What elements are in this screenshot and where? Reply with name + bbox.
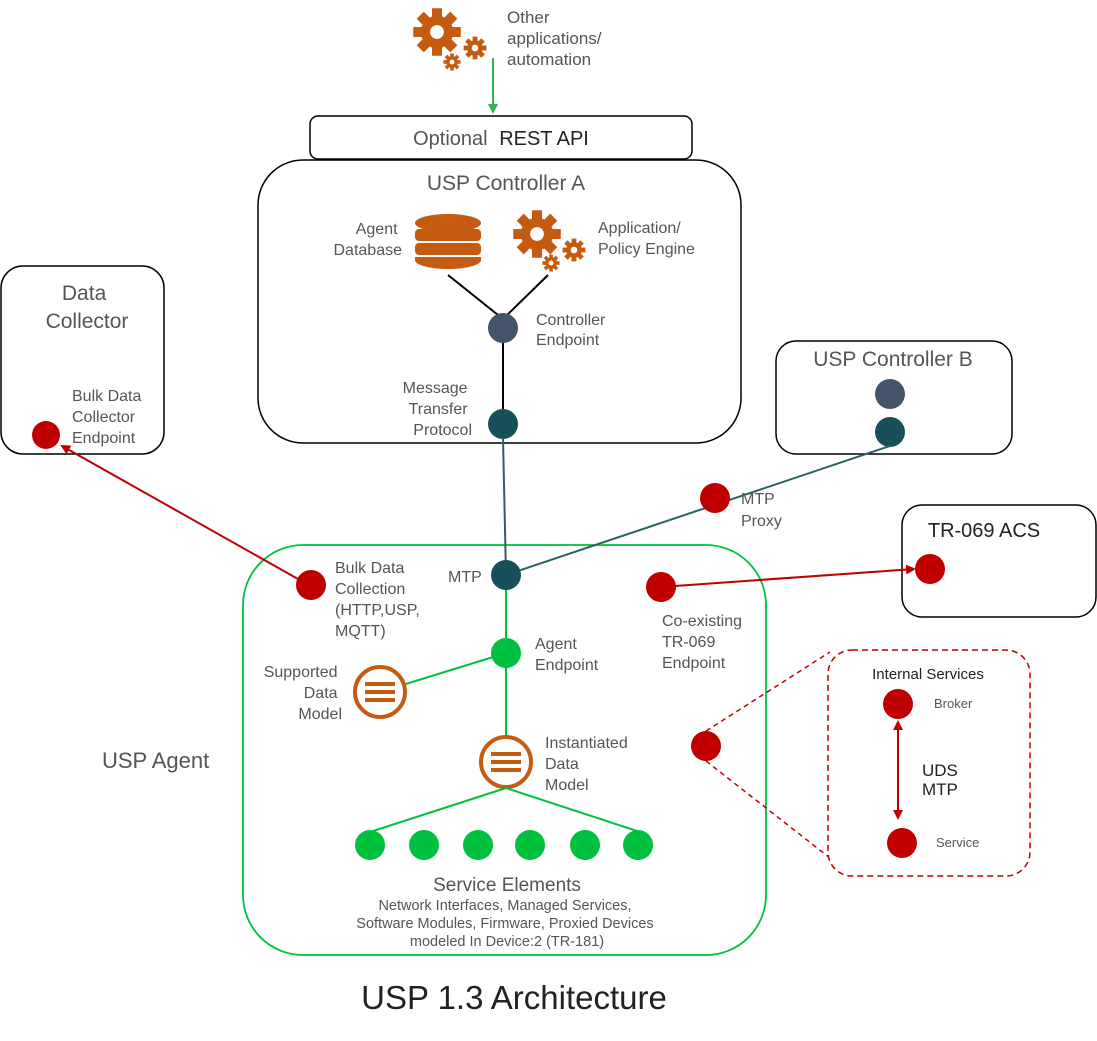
data-collector-title: Data Collector (46, 282, 129, 333)
controller-a-to-agent-mtp-link (502, 437, 507, 576)
supported-data-model-icon (353, 665, 407, 719)
broker-label: Broker (934, 696, 973, 711)
controller-b-endpoint-node (875, 379, 905, 409)
other-apps-label: Other applications/ automation (507, 8, 606, 69)
bulk-collector-endpoint-node (32, 421, 60, 449)
other-apps-gears-icon (413, 8, 487, 71)
service-label: Service (936, 835, 979, 850)
controller-a-mtp-node (488, 409, 518, 439)
agent-endpoint-node (491, 638, 521, 668)
controller-a-mtp-label: Message Transfer Protocol (403, 380, 472, 439)
controller-b-to-agent-mtp-link (505, 445, 891, 576)
bulk-collector-endpoint-label: Bulk Data Collector Endpoint (72, 388, 146, 447)
controller-a-box (257, 159, 742, 444)
service-element-nodes (355, 830, 653, 860)
service-element-node (570, 830, 600, 860)
database-icon (415, 214, 481, 269)
data-collector-box (0, 265, 165, 455)
broker-node (883, 689, 913, 719)
service-element-node (623, 830, 653, 860)
bulk-data-collection-node (296, 570, 326, 600)
tr069-acs-box (901, 504, 1097, 618)
controller-endpoint-label: Controller Endpoint (536, 312, 610, 349)
instantiated-data-model-label: Instantiated Data Model (545, 735, 632, 794)
controller-b-title: USP Controller B (813, 348, 973, 371)
engine-link (502, 274, 549, 320)
diagram-title: USP 1.3 Architecture (361, 979, 667, 1016)
controller-a-title: USP Controller A (427, 172, 585, 195)
rest-api-box (309, 115, 693, 160)
database-link (447, 274, 504, 320)
controller-b-box (775, 340, 1013, 455)
service-element-node (409, 830, 439, 860)
mtp-proxy-label: MTP Proxy (741, 491, 782, 530)
bulk-data-arrow (60, 445, 299, 580)
mtp-proxy-node (700, 483, 730, 513)
service-elements-description: Network Interfaces, Managed Services, So… (356, 898, 657, 950)
internal-services-callout-bottom (705, 760, 831, 859)
controller-endpoint-node (488, 313, 518, 343)
supported-data-model-label: Supported Data Model (264, 664, 342, 723)
internal-services-title: Internal Services (872, 666, 984, 683)
agent-database-label: Agent Database (334, 221, 403, 259)
service-element-node (515, 830, 545, 860)
agent-endpoint-label: Agent Endpoint (535, 636, 599, 674)
coexisting-tr069-node (646, 572, 676, 602)
tr069-acs-title: TR-069 ACS (928, 520, 1040, 542)
tr069-acs-node (915, 554, 945, 584)
agent-mtp-node (491, 560, 521, 590)
service-element-node (463, 830, 493, 860)
coexisting-tr069-label: Co-existing TR-069 Endpoint (662, 613, 746, 672)
rest-api-label: Optional REST API (413, 128, 589, 150)
service-elements-title: Service Elements (433, 875, 581, 896)
policy-engine-gears-icon (513, 210, 586, 272)
agent-mtp-label: MTP (448, 569, 482, 586)
service-node (887, 828, 917, 858)
controller-b-mtp-node (875, 417, 905, 447)
coexisting-to-acs-arrow (660, 564, 916, 588)
internal-services-node (691, 731, 721, 761)
uds-mtp-label: UDS MTP (922, 761, 963, 799)
bulk-data-collection-label: Bulk Data Collection (HTTP,USP, MQTT) (335, 560, 424, 640)
instantiated-data-model-icon (479, 735, 533, 789)
service-element-node (355, 830, 385, 860)
policy-engine-label: Application/ Policy Engine (598, 220, 695, 258)
service-element-links (369, 787, 641, 833)
usp-agent-title: USP Agent (102, 748, 209, 773)
internal-services-callout-top (705, 651, 831, 732)
internal-services-box (827, 649, 1031, 877)
